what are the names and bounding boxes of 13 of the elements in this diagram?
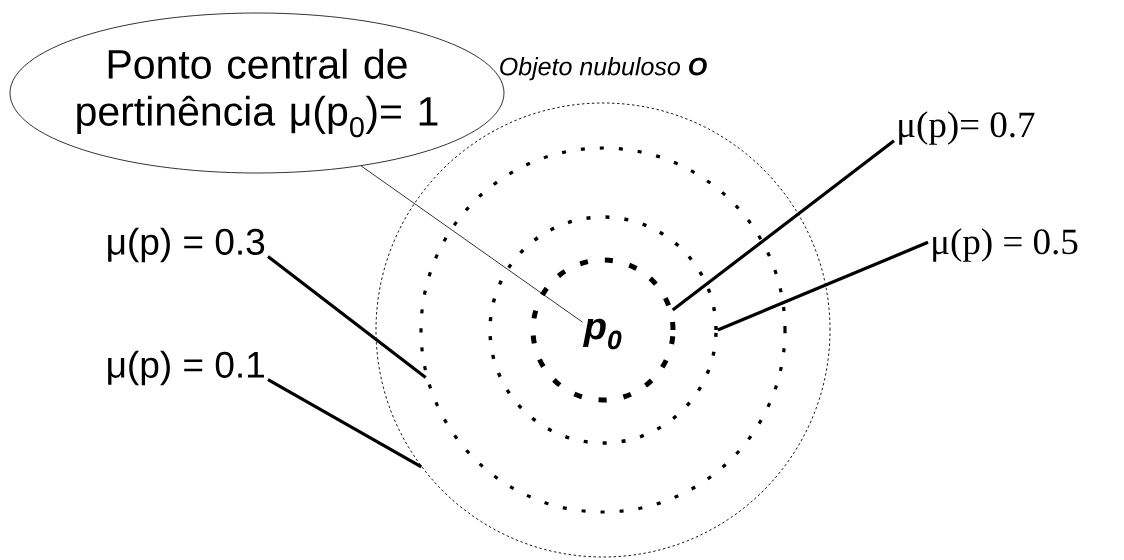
membership-label: μ(p)= 0.7 <box>899 111 1035 145</box>
leader-line <box>671 139 895 312</box>
leader-line <box>267 378 423 469</box>
point-label: p$_{0}$ <box>582 318 622 350</box>
membership-ring <box>419 146 787 514</box>
membership-label: μ(p) = 0.3 <box>108 227 265 263</box>
membership-ring <box>530 257 676 403</box>
membership-label: μ(p) = 0.1 <box>108 350 264 386</box>
leader-line <box>267 255 427 379</box>
leader-line <box>360 165 583 323</box>
membership-label: μ(p) = 0.5 <box>933 228 1078 262</box>
leader-line <box>717 240 929 332</box>
membership-ring <box>488 215 718 445</box>
